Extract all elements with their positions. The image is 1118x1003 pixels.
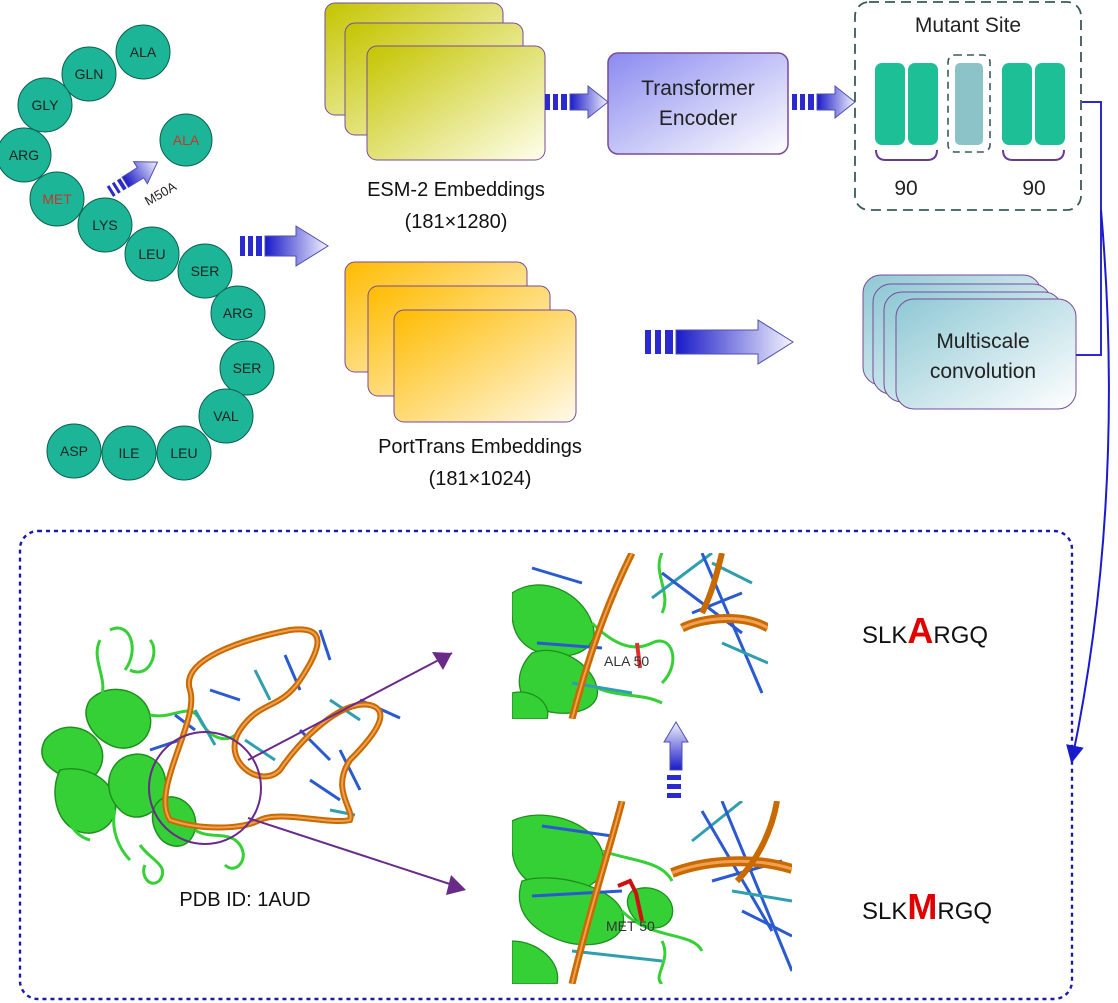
svg-text:SLKMRGQ: SLKMRGQ — [862, 886, 992, 927]
residue-node: LYS — [77, 197, 133, 253]
zoom-line-bottom — [247, 817, 463, 889]
wildtype-motif: SLKMRGQ — [862, 886, 992, 927]
porttrans-embedding-stack — [344, 261, 577, 423]
residue-chain: ALA GLN GLY ARG MET LYS LEU SER ARG SER VAL LEU ILE A… — [0, 24, 275, 481]
esm-to-transformer-arrow — [545, 84, 609, 120]
mutant-motif: SLKARGQ — [862, 610, 988, 651]
svg-text:MET 50: MET 50 — [606, 918, 655, 934]
mutant-residue: ALA — [159, 113, 213, 167]
residue-node: ILE — [101, 425, 157, 481]
merge-connector — [1066, 101, 1110, 764]
zoom-line-top — [247, 652, 453, 761]
residue-label: ALA — [130, 44, 157, 60]
residue-node: SER — [177, 243, 233, 299]
porttrans-title: PortTrans Embeddings — [378, 436, 582, 458]
residue-label: ARG — [9, 147, 39, 163]
residue-node: LEU — [124, 226, 180, 282]
esm-title: ESM-2 Embeddings — [367, 179, 545, 201]
residue-label: LYS — [92, 217, 117, 233]
residue-node: LEU — [156, 425, 212, 481]
esm-dims: (181×1280) — [405, 211, 508, 233]
mutant-site-panel: Mutant Site 90 90 — [854, 1, 1082, 211]
mutant-motif-site: A — [907, 610, 933, 651]
transformer-to-site-arrow — [792, 84, 856, 120]
pdb-label: PDB ID: 1AUD — [179, 889, 310, 911]
residue-node: ARG — [210, 285, 266, 341]
multiscale-convolution-stack: Multiscale convolution — [862, 274, 1077, 410]
svg-text:ALA: ALA — [173, 132, 200, 148]
multiscale-line2: convolution — [930, 360, 1036, 383]
residue-label: SER — [191, 263, 220, 279]
residue-node: MET — [29, 171, 85, 227]
structure-panel — [18, 529, 1074, 1001]
wildtype-structure-image: MET 50 — [512, 801, 792, 984]
transformer-encoder-box: Transformer Encoder — [607, 52, 789, 155]
mutation-arrow — [106, 161, 159, 197]
residue-label: VAL — [213, 408, 239, 424]
mutant-structure-image: ALA 50 — [512, 553, 768, 719]
wild-to-mutant-arrow — [663, 721, 689, 798]
protein-structure-image — [41, 626, 401, 885]
residue-node: ALA — [115, 24, 171, 80]
residue-node: ASP — [46, 423, 102, 479]
residue-label: LEU — [170, 445, 197, 461]
residue-label: ILE — [118, 445, 139, 461]
residue-node: GLY — [17, 77, 73, 133]
residue-node: SER — [219, 340, 275, 396]
zoom-arrowhead-top — [432, 652, 452, 670]
right-count: 90 — [1022, 177, 1045, 200]
svg-text:ALA 50: ALA 50 — [604, 653, 649, 669]
residue-label: GLN — [75, 66, 104, 82]
transformer-line2: Encoder — [659, 107, 737, 130]
residue-label: SER — [233, 360, 262, 376]
residue-label: ARG — [223, 305, 253, 321]
transformer-line1: Transformer — [641, 77, 755, 100]
residue-node: GLN — [61, 46, 117, 102]
residue-node: ARG — [0, 127, 52, 183]
residue-label: ASP — [60, 443, 88, 459]
zoom-arrowhead-bottom — [446, 875, 466, 895]
porttrans-dims: (181×1024) — [429, 468, 532, 490]
residue-node: VAL — [198, 388, 254, 444]
mutant-site-title: Mutant Site — [915, 14, 1021, 37]
esm-embedding-stack — [324, 2, 546, 161]
wildtype-motif-site: M — [907, 886, 937, 927]
residue-label: MET — [42, 191, 72, 207]
multiscale-line1: Multiscale — [936, 330, 1029, 353]
porttrans-to-conv-arrow — [645, 319, 794, 365]
left-count: 90 — [894, 177, 917, 200]
chain-to-embeddings-arrow — [240, 225, 329, 267]
residue-label: LEU — [138, 246, 165, 262]
residue-label: GLY — [32, 97, 60, 113]
svg-text:SLKARGQ: SLKARGQ — [862, 610, 988, 651]
